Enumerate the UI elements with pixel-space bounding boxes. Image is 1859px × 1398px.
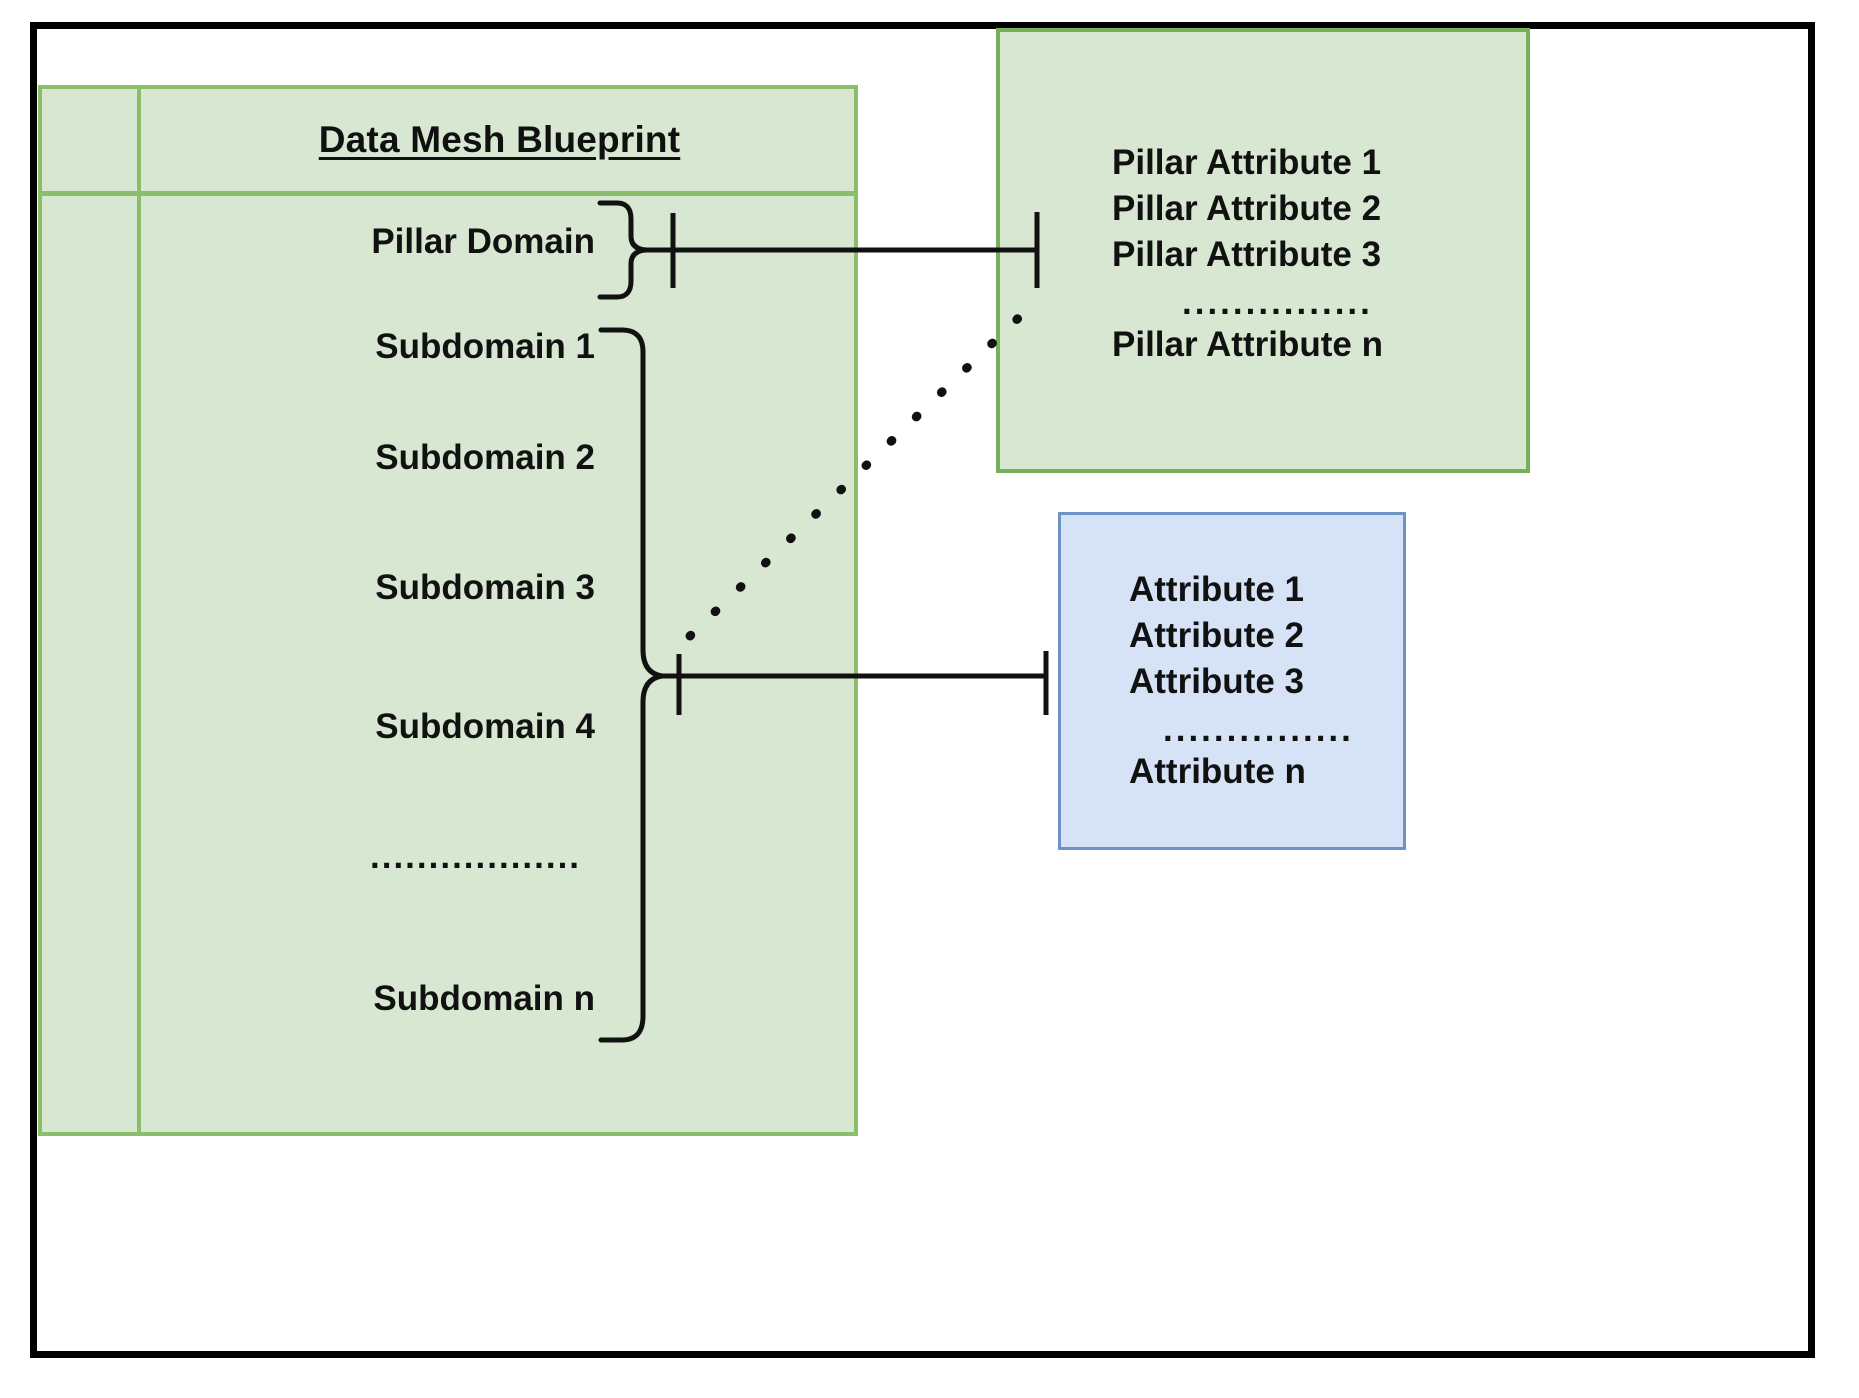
subdomain-label-1: Subdomain 1 [375, 327, 595, 366]
pillar-attribute-list: Pillar Attribute 1 Pillar Attribute 2 Pi… [1112, 140, 1512, 368]
blueprint-title: Data Mesh Blueprint [318, 119, 681, 160]
attribute-item-1: Attribute 1 [1129, 570, 1304, 609]
subdomain-label-3: Subdomain 3 [375, 568, 595, 607]
pillar-attribute-item-2: Pillar Attribute 2 [1112, 189, 1382, 229]
pillar-attribute-ellipsis: ............... [1182, 282, 1373, 322]
subdomain-ellipsis: .................. [370, 837, 582, 876]
outer-frame [30, 22, 1815, 1358]
attribute-box: Attribute 1 Attribute 2 Attribute 3 ....… [1058, 512, 1406, 850]
attribute-item-2: Attribute 2 [1129, 616, 1304, 656]
table-column-divider [137, 89, 141, 1132]
attribute-ellipsis: ............... [1163, 709, 1354, 749]
pillar-attribute-item-1: Pillar Attribute 1 [1112, 143, 1382, 182]
attribute-list: Attribute 1 Attribute 2 Attribute 3 ....… [1129, 567, 1389, 795]
pillar-attribute-item-n: Pillar Attribute n [1112, 324, 1383, 364]
subdomain-label-n: Subdomain n [373, 979, 595, 1018]
attribute-item-n: Attribute n [1129, 751, 1306, 791]
table-header-divider [42, 191, 854, 196]
data-mesh-blueprint-table: Data Mesh Blueprint Pillar Domain Subdom… [38, 85, 858, 1136]
pillar-domain-label: Pillar Domain [371, 222, 595, 261]
subdomain-label-2: Subdomain 2 [375, 438, 595, 477]
subdomain-label-4: Subdomain 4 [375, 707, 595, 746]
attribute-item-3: Attribute 3 [1129, 662, 1304, 702]
pillar-attribute-item-3: Pillar Attribute 3 [1112, 235, 1382, 275]
pillar-attribute-box: Pillar Attribute 1 Pillar Attribute 2 Pi… [996, 28, 1530, 473]
